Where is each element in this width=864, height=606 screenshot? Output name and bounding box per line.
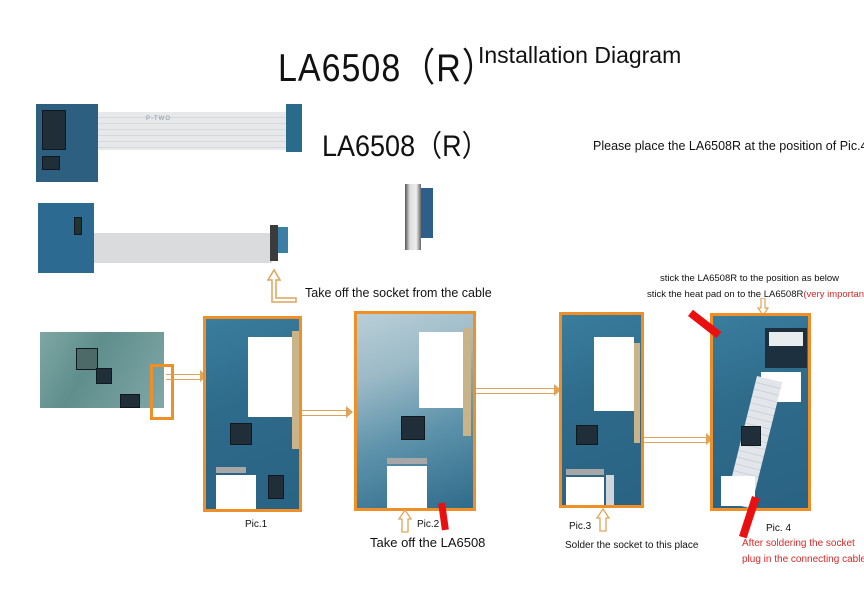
pic2-board-photo — [354, 311, 476, 511]
pic3-socket-place — [606, 475, 614, 505]
module-chip-small — [42, 156, 60, 170]
pic2-up-arrow-icon — [398, 509, 412, 533]
instruction-take-off-socket: Take off the socket from the cable — [305, 286, 492, 300]
mainboard-chip-3 — [120, 394, 140, 408]
cable-end-board — [286, 104, 302, 152]
pic1-chip — [230, 423, 252, 445]
pic3-label: Pic.3 — [569, 521, 592, 532]
instruction-stick-heat-pad: stick the heat pad on to the LA6508R — [647, 289, 804, 300]
socket-pcb — [421, 188, 433, 238]
socket-closeup-photo — [405, 184, 433, 250]
cable-with-socket-photo — [38, 203, 293, 275]
very-important-note: (very important) — [803, 289, 864, 300]
flat-cable — [98, 112, 288, 150]
pic3-cutout-bottom — [566, 477, 604, 505]
up-arrow-icon — [266, 268, 297, 303]
instruction-solder-socket: Solder the socket to this place — [565, 540, 699, 551]
module-board — [36, 104, 98, 182]
pic3-connector — [566, 469, 604, 475]
pic4-heat-pad — [769, 332, 803, 346]
arrow-mainboard-to-pic1 — [166, 370, 207, 382]
socket-on-cable — [270, 225, 278, 261]
pic1-cutout-top — [248, 337, 292, 417]
la6508r-module-photo: P-TWO — [36, 104, 306, 184]
pic2-label: Pic.2 — [417, 519, 440, 530]
pic3-board-photo — [559, 312, 644, 508]
pic1-chip-small — [268, 475, 284, 499]
instruction-stick-position: stick the LA6508R to the position as bel… — [660, 273, 840, 284]
mainboard-highlight-frame — [150, 364, 174, 420]
product-label: LA6508（R） — [322, 129, 489, 163]
title-product: LA6508（R） — [278, 46, 497, 91]
console-mainboard-photo — [40, 328, 174, 420]
pic1-cutout-bottom — [216, 475, 256, 509]
mainboard-chip-1 — [76, 348, 98, 370]
board-connector — [74, 217, 82, 235]
pic4-chip — [741, 426, 761, 446]
pic2-chip — [401, 416, 425, 440]
pic1-label: Pic.1 — [245, 519, 268, 530]
pic1-connector — [216, 467, 246, 473]
instruction-after-soldering-2: plug in the connecting cable — [742, 554, 864, 565]
pic2-connector — [387, 458, 427, 464]
pic3-chip — [576, 425, 598, 445]
cable-board — [38, 203, 94, 273]
pic3-up-arrow-icon — [596, 508, 610, 532]
arrow-pic1-to-pic2 — [302, 406, 353, 418]
arrow-pic3-to-pic4 — [644, 433, 713, 445]
pic1-gold-strip — [292, 331, 299, 449]
pic2-cutout-bottom — [387, 466, 427, 508]
pic3-cutout-top — [594, 337, 634, 411]
cable-print-text: P-TWO — [146, 116, 171, 122]
instruction-heat-pad-line: stick the heat pad on to the LA6508R(ver… — [647, 289, 864, 300]
pic3-gold-strip — [634, 343, 640, 443]
module-chip — [42, 110, 66, 150]
pic2-cutout-top — [419, 332, 463, 408]
instruction-take-off-la6508: Take off the LA6508 — [370, 535, 486, 550]
pic4-down-arrow-icon — [757, 298, 769, 316]
arrow-pic2-to-pic3 — [476, 384, 561, 396]
grey-flat-cable — [94, 233, 272, 263]
instruction-after-soldering-1: After soldering the socket — [742, 538, 855, 549]
pic1-board-photo — [203, 316, 302, 512]
instruction-top-right: Please place the LA6508R at the position… — [593, 139, 864, 153]
pic4-label: Pic. 4 — [766, 523, 792, 534]
socket-board-small — [278, 227, 288, 253]
pic2-gold-strip — [463, 328, 471, 436]
title-installation-diagram: Installation Diagram — [478, 42, 682, 68]
mainboard-chip-2 — [96, 368, 112, 384]
cable-print-row: P-TWO — [146, 116, 171, 122]
socket-body — [405, 184, 421, 250]
pic4-board-photo — [710, 313, 811, 511]
